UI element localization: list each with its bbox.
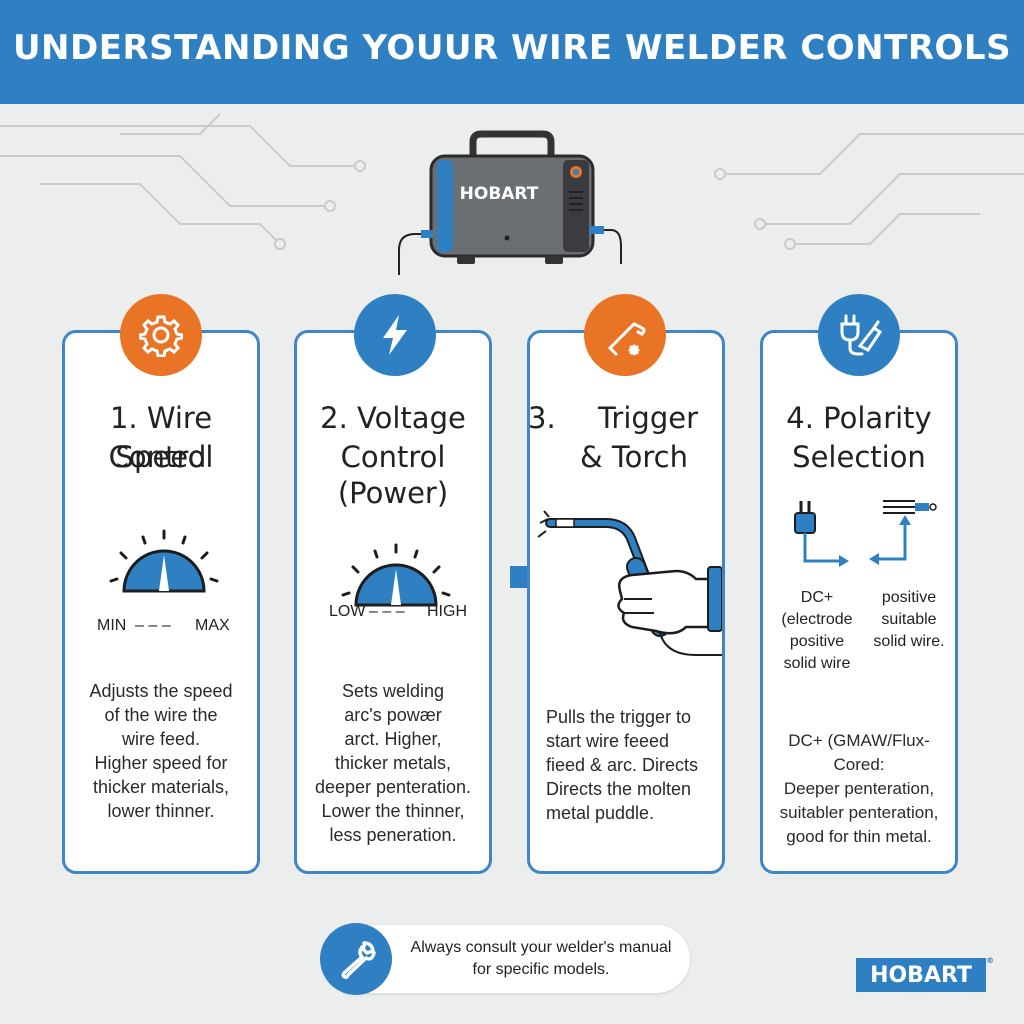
desc-line: Deeper penteration, <box>783 779 935 798</box>
desc-line: lower thinner. <box>107 801 215 821</box>
polarity-diagram-icon <box>794 500 937 567</box>
footer-note-line: for specific models. <box>472 961 610 978</box>
desc-line: metal puddle. <box>546 803 655 823</box>
card-wire-speed: 1. Wire Speed Control MIN – – – MAX Adju… <box>62 330 260 874</box>
card-title-line2: Selection <box>792 440 926 474</box>
welder-brand-label: HOBART <box>459 184 539 204</box>
hobart-logo: HOBART ® <box>856 956 994 992</box>
polarity-line: DC+ (electrode <box>781 589 853 628</box>
wrench-icon <box>320 923 392 995</box>
card-title-line2: & Torch <box>580 440 688 474</box>
card-description: Sets welding arc's powær arct. Higher, t… <box>297 679 489 847</box>
registered-mark: ® <box>986 956 994 965</box>
welder-machine-illustration <box>398 130 622 275</box>
gear-icon <box>120 294 202 376</box>
card-title-line1: 4. Polarity <box>786 401 932 435</box>
card-polarity: 4. Polarity Selection DC+ (electrode pos… <box>760 330 958 874</box>
card-voltage: 2. Voltage Control (Power) LOW – – – HIG… <box>294 330 492 874</box>
desc-line: DC+ (GMAW/Flux-Cored: <box>788 731 930 774</box>
desc-line: Higher speed for <box>94 753 228 773</box>
card-title-line1: 2. Voltage <box>320 401 466 435</box>
desc-line: suitabler penteration, <box>779 803 939 822</box>
desc-line: less peneration. <box>329 825 457 845</box>
dial-low-label: LOW <box>329 603 366 620</box>
polarity-line: positive <box>881 589 937 606</box>
card-title-line2: Control <box>340 440 446 474</box>
desc-line: start wire feeed <box>546 731 670 751</box>
torch-icon <box>584 294 666 376</box>
polarity-line: solid wire. <box>873 633 945 650</box>
voltage-dial-icon <box>341 543 451 607</box>
desc-line: Lower the thinner, <box>321 801 465 821</box>
polarity-line: solid wire <box>783 655 851 672</box>
desc-line: good for thin metal. <box>786 827 932 846</box>
desc-line: wire feed. <box>121 729 201 749</box>
card-description: DC+ (GMAW/Flux-Cored: Deeper penteration… <box>763 729 955 849</box>
card-description: Pulls the trigger to start wire feeed fi… <box>546 705 738 825</box>
desc-line: Pulls the trigger to <box>546 707 692 727</box>
footer-note: Always consult your welder's manual for … <box>320 923 690 995</box>
card-title-line2: Control <box>108 440 214 474</box>
speed-dial-icon <box>109 529 219 593</box>
desc-line: Sets welding <box>341 681 445 701</box>
lightning-icon <box>354 294 436 376</box>
dial-separator: – – – <box>135 617 171 634</box>
desc-line: Adjusts the speed <box>89 681 233 701</box>
polarity-line: suitable <box>881 611 937 628</box>
polarity-left-column: DC+ (electrode positive solid wire <box>767 587 867 675</box>
card-title-line1: Trigger <box>597 401 698 435</box>
desc-line: thicker metals, <box>334 753 452 773</box>
plug-icon <box>818 294 900 376</box>
desc-line: deeper penteration. <box>314 777 472 797</box>
footer-note-text: Always consult your welder's manual for … <box>396 937 686 981</box>
card-title-line1: 1. Wire Speed <box>109 401 213 474</box>
header-banner: UNDERSTANDING YOUUR WIRE WELDER CONTROLS <box>0 0 1024 104</box>
logo-text: HOBART <box>870 962 972 988</box>
footer-note-line: Always consult your welder's manual <box>410 939 672 956</box>
card-description: Adjusts the speed of the wire the wire f… <box>65 679 257 823</box>
polarity-right-column: positive suitable solid wire. <box>863 587 955 653</box>
desc-line: Directs the molten <box>546 779 692 799</box>
desc-line: arc's powær <box>344 705 442 725</box>
page-title: UNDERSTANDING YOUUR WIRE WELDER CONTROLS <box>12 28 1012 68</box>
dial-min-label: MIN <box>97 617 127 634</box>
desc-line: of the wire the <box>104 705 218 725</box>
dial-high-label: HIGH <box>427 603 467 620</box>
dial-max-label: MAX <box>195 617 230 634</box>
polarity-line: positive <box>789 633 845 650</box>
card-title-number: 3. <box>528 401 556 435</box>
desc-line: fieed & arc. Directs <box>546 755 699 775</box>
desc-line: thicker materials, <box>92 777 230 797</box>
dial-separator: – – – <box>369 603 405 620</box>
desc-line: arct. Higher, <box>344 729 442 749</box>
card-trigger-torch: 3. Trigger & Torch Pulls the trigger to … <box>527 330 725 874</box>
card-title-line3: (Power) <box>337 476 449 510</box>
circuit-lines-decoration <box>0 113 1024 250</box>
torch-hand-illustration <box>537 510 722 656</box>
